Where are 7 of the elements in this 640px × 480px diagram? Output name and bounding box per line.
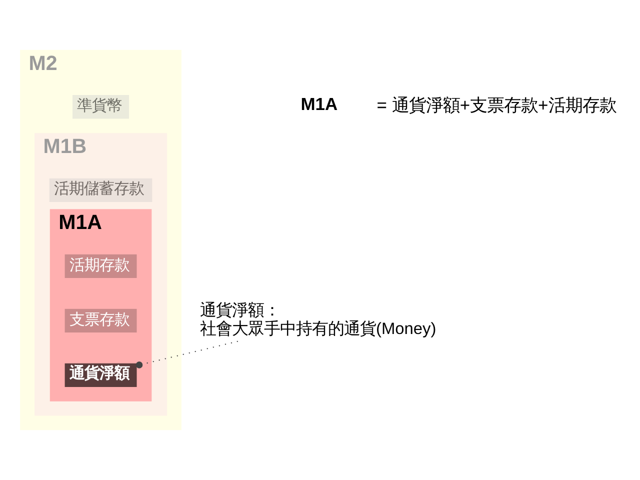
node-box: 活期存款 [64, 254, 137, 278]
node-box: 通貨淨額 [64, 363, 137, 387]
connector [136, 340, 238, 368]
node-box: 支票存款 [64, 308, 137, 333]
label: = 通貨淨額+支票存款+活期存款 [376, 95, 616, 116]
node-text: 通貨淨額： 社會大眾手中持有的通貨(Money) [200, 301, 436, 338]
label: M1A [300, 94, 338, 114]
